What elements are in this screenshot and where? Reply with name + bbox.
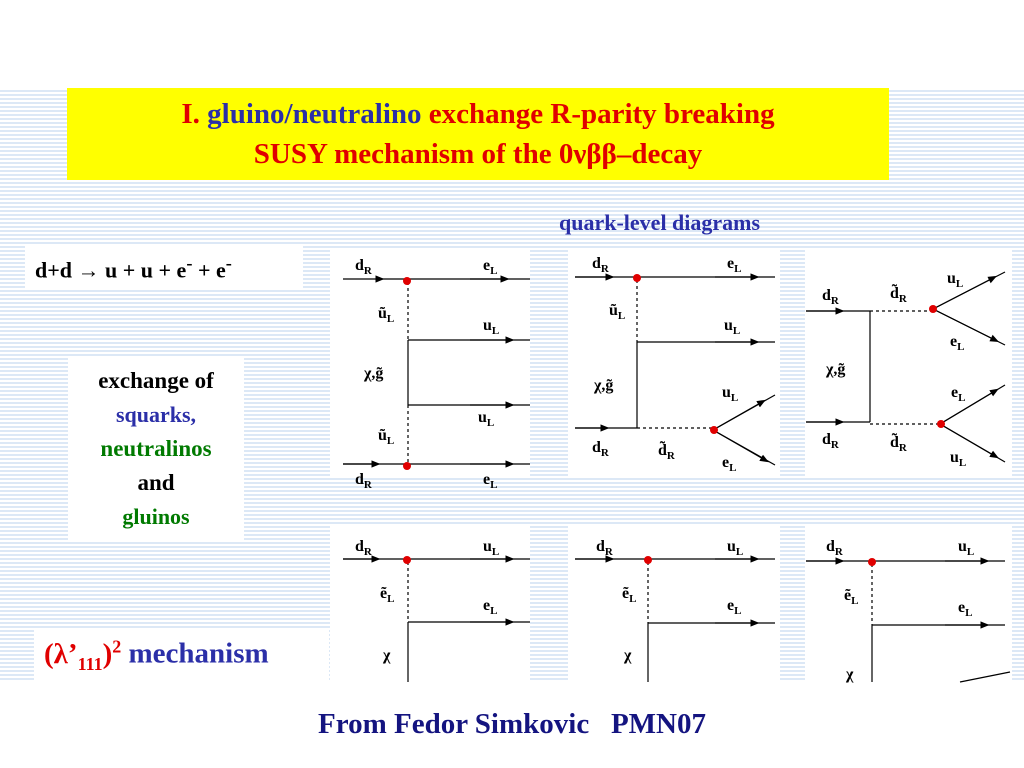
label-2-squ: ũL: [609, 302, 625, 322]
mechanism-word: mechanism: [121, 637, 269, 670]
label-6-uL: uL: [958, 538, 974, 558]
label-1-squ-top: ũL: [378, 305, 394, 325]
title-line-1: I. gluino/neutralino exchange R-parity b…: [67, 94, 889, 134]
label-3-uL-top: uL: [947, 270, 963, 290]
exchange-gluinos: gluinos: [122, 504, 190, 529]
label-5-chi: χ: [623, 647, 632, 664]
diagram-5: [575, 555, 775, 682]
vertex-2a: [633, 274, 641, 282]
vertex-4: [403, 556, 411, 564]
mechanism-lambda: (λ’111)2: [44, 636, 122, 674]
reaction-mid: + e: [192, 257, 226, 283]
label-4-uL: uL: [483, 538, 499, 558]
label-2-dR-top: dR: [592, 255, 610, 275]
label-3-uL-bottom: uL: [950, 449, 966, 469]
label-1-eL-bottom: eL: [483, 471, 497, 491]
label-6-dR: dR: [826, 538, 844, 558]
exchange-neutralinos: neutralinos: [100, 436, 212, 461]
label-4-sqe: ẽL: [380, 585, 394, 605]
label-3-dR-top: dR: [822, 287, 840, 307]
vertex-3a: [929, 305, 937, 313]
slide-title: I. gluino/neutralino exchange R-parity b…: [67, 88, 889, 180]
label-2-uL-a: uL: [724, 317, 740, 337]
diagram-panel-6: [805, 525, 1012, 682]
vertex-5: [644, 556, 652, 564]
exchange-line-1: exchange of: [98, 368, 214, 393]
label-6-eL: eL: [958, 599, 972, 619]
reaction-sup-1: -: [186, 253, 193, 273]
label-1-uL-a: uL: [483, 317, 499, 337]
label-2-chi-g: χ,g̃: [593, 377, 613, 394]
exchange-and: and: [137, 470, 175, 495]
label-3-eL-top: eL: [950, 333, 964, 353]
label-3-sqd-bottom: d̃R: [890, 431, 908, 454]
label-2-eL-bottom: eL: [722, 454, 736, 474]
label-1-uL-b: uL: [478, 409, 494, 429]
label-3-chi-g: χ,g̃: [825, 361, 845, 378]
exchange-description: exchange of squarks, neutralinos and glu…: [68, 356, 244, 542]
label-5-uL: uL: [727, 538, 743, 558]
vertex-1a: [403, 277, 411, 285]
vertex-2b: [710, 426, 718, 434]
diagram-4: [343, 555, 530, 682]
label-6-chi: χ: [845, 666, 854, 683]
title-rparity: exchange R-parity breaking: [428, 98, 775, 130]
diagram-panel-1: [330, 248, 530, 478]
vertex-6: [868, 558, 876, 566]
label-1-dR-top: dR: [355, 257, 373, 277]
diagram-panel-4: [330, 525, 530, 682]
label-2-sqd: d̃R: [658, 439, 676, 462]
reaction-sup-2: -: [225, 253, 232, 273]
diagram-panel-2: [568, 248, 780, 478]
label-6-sqe: ẽL: [844, 587, 858, 607]
label-1-squ-bottom: ũL: [378, 427, 394, 447]
label-5-dR: dR: [596, 538, 614, 558]
diagram-panel-5: [568, 525, 780, 682]
title-line-2: SUSY mechanism of the 0νββ–decay: [253, 138, 703, 170]
label-4-dR: dR: [355, 538, 373, 558]
label-5-eL: eL: [727, 597, 741, 617]
reaction-lhs: d+d → u + u + e: [35, 257, 187, 283]
exchange-squarks: squarks,: [115, 402, 197, 427]
quark-level-label: quark-level diagrams: [559, 210, 761, 235]
diagram-6: [806, 557, 1011, 683]
label-4-eL: eL: [483, 597, 497, 617]
title-roman-numeral: I.: [181, 98, 200, 130]
diagram-2: [575, 273, 776, 466]
diagram-1: [343, 275, 530, 468]
slide-footer: From Fedor Simkovic PMN07: [318, 708, 706, 740]
label-2-eL-top: eL: [727, 255, 741, 275]
diagram-3: [806, 271, 1006, 463]
label-1-dR-bottom: dR: [355, 471, 373, 491]
label-1-eL-top: eL: [483, 257, 497, 277]
label-1-chi-g: χ,g̃: [363, 365, 383, 382]
title-gluino-neutralino: gluino/neutralino: [207, 98, 422, 130]
label-2-dR-bottom: dR: [592, 439, 610, 459]
label-2-uL-b: uL: [722, 384, 738, 404]
mechanism-label: (λ’111)2 mechanism: [34, 628, 329, 682]
label-3-eL-bottom: eL: [951, 384, 965, 404]
label-3-dR-bottom: dR: [822, 431, 840, 451]
label-4-chi: χ: [382, 647, 391, 664]
label-5-sqe: ẽL: [622, 585, 636, 605]
vertex-3b: [937, 420, 945, 428]
vertex-1b: [403, 462, 411, 470]
label-3-sqd-top: d̃R: [890, 282, 908, 305]
reaction-equation: d+d → u + u + e- + e-: [25, 246, 303, 288]
